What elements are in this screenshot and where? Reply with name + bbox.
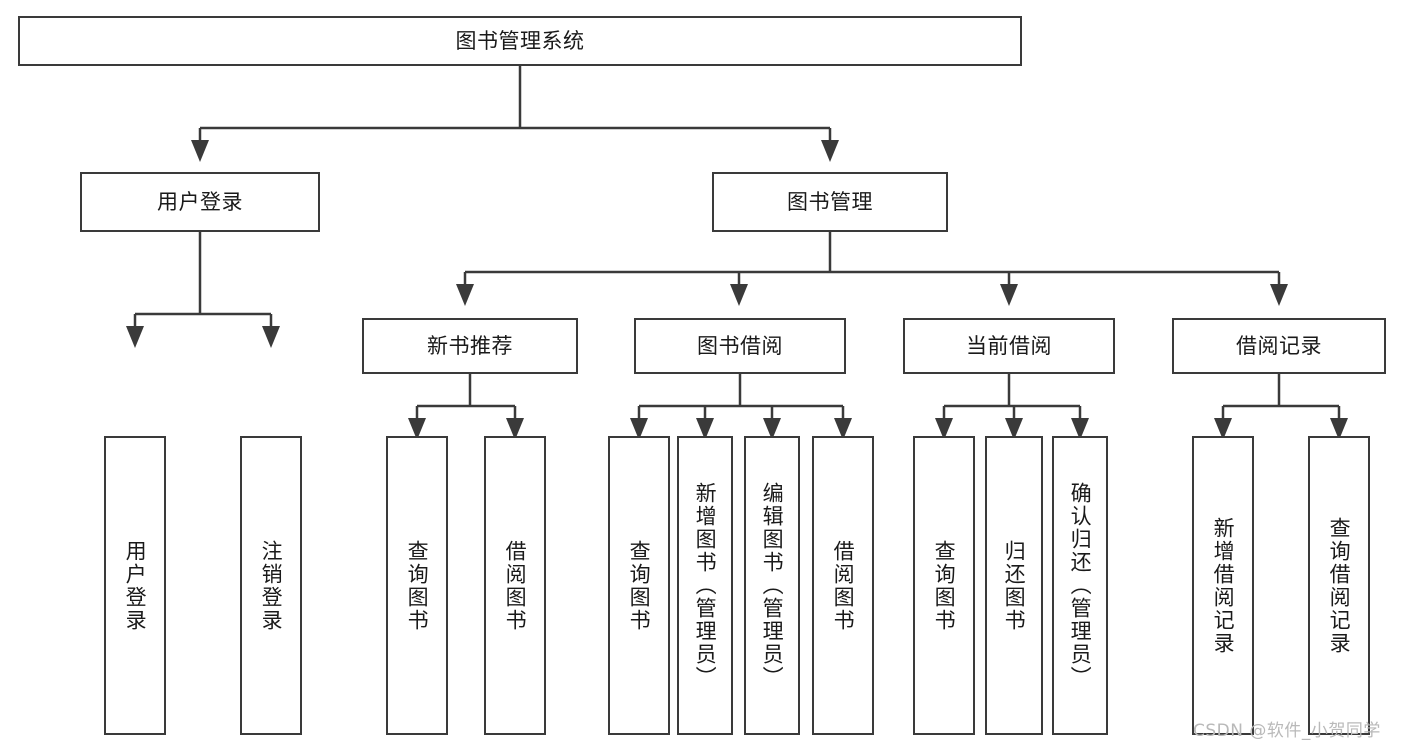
- node-label: 图书借阅: [697, 333, 783, 358]
- node-label: 图书管理: [787, 189, 873, 214]
- node-leaf-9[interactable]: 查询图书: [913, 436, 975, 735]
- node-leaf-12[interactable]: 新增借阅记录: [1192, 436, 1254, 735]
- node-leaf-13[interactable]: 查询借阅记录: [1308, 436, 1370, 735]
- arrowhead-bookmgmt-to-level2-1: [730, 284, 748, 306]
- node-leaf-3[interactable]: 查询图书: [386, 436, 448, 735]
- arrowhead-records-to-leaves-0: [1214, 418, 1232, 440]
- node-borrow[interactable]: 图书借阅: [634, 318, 846, 374]
- arrowhead-bookmgmt-to-level2-3: [1270, 284, 1288, 306]
- arrowhead-newbook-to-leaves-0: [408, 418, 426, 440]
- node-leaf-6[interactable]: 新增图书（管理员）: [677, 436, 733, 735]
- node-label: 当前借阅: [966, 333, 1052, 358]
- node-label: 查询图书: [627, 539, 652, 632]
- csdn-watermark: CSDN @软件_小贺同学: [1193, 721, 1381, 741]
- node-label: 编辑图书（管理员）: [760, 482, 785, 689]
- node-label: 用户登录: [157, 189, 243, 214]
- node-label: 查询图书: [405, 539, 430, 632]
- arrowhead-login-to-leaves-1: [262, 326, 280, 348]
- node-leaf-10[interactable]: 归还图书: [985, 436, 1043, 735]
- arrowhead-current-to-leaves-0: [935, 418, 953, 440]
- node-label: 归还图书: [1002, 539, 1027, 632]
- arrowhead-borrow-to-leaves-3: [834, 418, 852, 440]
- node-login[interactable]: 用户登录: [80, 172, 320, 232]
- arrowhead-borrow-to-leaves-2: [763, 418, 781, 440]
- node-current[interactable]: 当前借阅: [903, 318, 1115, 374]
- node-label: 图书管理系统: [455, 28, 585, 53]
- arrowhead-borrow-to-leaves-0: [630, 418, 648, 440]
- node-label: 确认归还（管理员）: [1068, 482, 1093, 689]
- arrowhead-current-to-leaves-2: [1071, 418, 1089, 440]
- node-leaf-4[interactable]: 借阅图书: [484, 436, 546, 735]
- node-leaf-5[interactable]: 查询图书: [608, 436, 670, 735]
- node-records[interactable]: 借阅记录: [1172, 318, 1386, 374]
- arrowhead-bookmgmt-to-level2-2: [1000, 284, 1018, 306]
- node-label: 用户登录: [123, 539, 148, 632]
- arrowhead-current-to-leaves-1: [1005, 418, 1023, 440]
- arrowhead-bookmgmt-to-level2-0: [456, 284, 474, 306]
- arrowhead-records-to-leaves-1: [1330, 418, 1348, 440]
- node-bookmgmt[interactable]: 图书管理: [712, 172, 948, 232]
- node-leaf-2[interactable]: 注销登录: [240, 436, 302, 735]
- node-label: 查询图书: [932, 539, 957, 632]
- node-label: 借阅图书: [503, 539, 528, 632]
- node-label: 新书推荐: [427, 333, 513, 358]
- arrowhead-root-to-level1-0: [191, 140, 209, 162]
- node-label: 借阅图书: [831, 539, 856, 632]
- node-label: 查询借阅记录: [1327, 516, 1352, 655]
- node-label: 注销登录: [259, 539, 284, 632]
- node-label: 新增图书（管理员）: [693, 482, 718, 689]
- arrowhead-newbook-to-leaves-1: [506, 418, 524, 440]
- node-leaf-11[interactable]: 确认归还（管理员）: [1052, 436, 1108, 735]
- node-leaf-1[interactable]: 用户登录: [104, 436, 166, 735]
- arrowhead-root-to-level1-1: [821, 140, 839, 162]
- arrowhead-login-to-leaves-0: [126, 326, 144, 348]
- node-leaf-7[interactable]: 编辑图书（管理员）: [744, 436, 800, 735]
- node-newbook[interactable]: 新书推荐: [362, 318, 578, 374]
- arrowhead-borrow-to-leaves-1: [696, 418, 714, 440]
- node-leaf-8[interactable]: 借阅图书: [812, 436, 874, 735]
- node-label: 借阅记录: [1236, 333, 1322, 358]
- node-label: 新增借阅记录: [1211, 516, 1236, 655]
- node-root[interactable]: 图书管理系统: [18, 16, 1022, 66]
